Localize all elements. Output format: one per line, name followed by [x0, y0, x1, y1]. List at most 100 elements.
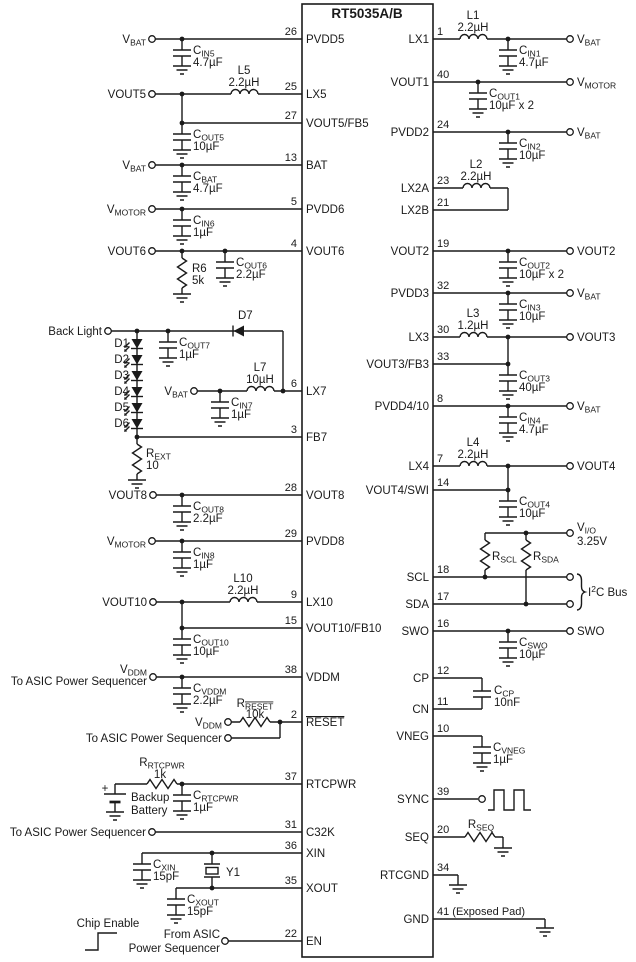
inductor-icon	[229, 596, 258, 603]
pin-number: 9	[291, 589, 297, 601]
part-ref: COUT4	[519, 496, 550, 510]
wires-right	[433, 38, 567, 928]
pin-label: CN	[412, 704, 429, 716]
pin-label: RTCGND	[380, 870, 429, 882]
part-ref: L7	[254, 362, 267, 374]
net-label-vout10: VOUT10	[102, 597, 147, 609]
capacitor-icon	[132, 852, 152, 889]
part-value: 10µF	[193, 141, 219, 153]
pin-number: 13	[285, 152, 297, 164]
part-value: 2.2µF	[193, 695, 223, 707]
pin-label: C32K	[306, 827, 335, 839]
pin-number: 12	[437, 665, 449, 677]
capacitor-icon	[172, 676, 192, 713]
pin-number: 23	[437, 175, 449, 187]
inductor-l1: L12.2µH	[458, 10, 488, 40]
pin-label: VOUT10/FB10	[306, 623, 381, 635]
capacitor-icon	[172, 783, 192, 820]
part-value: 2.2µH	[461, 171, 492, 183]
ground-icon	[105, 811, 125, 821]
part-ref: COUT3	[519, 370, 550, 384]
part-value: 15pF	[187, 906, 213, 918]
ground-icon	[127, 479, 147, 489]
pin-number: 19	[437, 238, 449, 250]
net-label-vbat: VBAT	[577, 401, 601, 415]
pin-label: LX3	[409, 332, 429, 344]
part-ref: D3	[114, 370, 129, 382]
inductor-l5: L52.2µH	[229, 65, 259, 95]
part-ref: L2	[470, 159, 483, 171]
ground-icon	[172, 293, 192, 303]
part-ref: CIN6	[193, 215, 215, 229]
net-label-to-asic: To ASIC Power Sequencer	[86, 733, 222, 745]
inductor-icon	[459, 331, 488, 338]
pin-number: 25	[285, 81, 297, 93]
part-value: 1µF	[493, 754, 513, 766]
part-ref: L4	[467, 437, 480, 449]
net-label-vio-volt: 3.25V	[577, 536, 607, 548]
pin-label: LX4	[409, 461, 430, 473]
pin-number: 29	[285, 528, 297, 540]
part-value: 10µF x 2	[519, 269, 564, 281]
part-value: 4.7µF	[193, 57, 223, 69]
pin-number: 28	[285, 482, 297, 494]
ground-icon	[535, 927, 555, 937]
part-ref: Y1	[226, 867, 240, 879]
inductor-l3: L31.2µH	[458, 308, 488, 338]
capacitor-icon	[498, 250, 518, 287]
pin-number: 16	[437, 618, 449, 630]
net-label-vbat: VBAT	[122, 160, 146, 174]
pin-label-reset: RESET	[306, 717, 344, 729]
part-value: 4.7µF	[519, 57, 549, 69]
net-label-from-asic: From ASIC	[164, 929, 220, 941]
part-value: 1µF	[193, 802, 213, 814]
part-value: 15pF	[153, 871, 179, 883]
pin-label: VOUT4/SWI	[366, 485, 429, 497]
pin-number: 26	[285, 26, 297, 38]
part-value: 10	[146, 460, 159, 472]
pin-label: LX2A	[401, 183, 429, 195]
pin-number: 8	[437, 393, 443, 405]
pin-number: 3	[291, 424, 297, 436]
capacitor-icon	[498, 363, 518, 400]
inductor-icon	[246, 385, 275, 392]
part-ref: COUT2	[519, 257, 550, 271]
pin-label: SCL	[407, 572, 430, 584]
pin-number: 36	[285, 840, 297, 852]
pin-number: 20	[437, 824, 449, 836]
pin-number: 2	[291, 709, 297, 721]
part-value: 4.7µF	[519, 424, 549, 436]
pin-label: SWO	[402, 626, 430, 638]
part-ref: RRTCPWR	[139, 757, 184, 771]
pin-label: RTCPWR	[306, 779, 356, 791]
net-label-swo: SWO	[577, 626, 605, 638]
pin-label: PVDD4/10	[375, 401, 429, 413]
resistor-icon	[464, 831, 496, 843]
part-value: 2.2µH	[228, 585, 259, 597]
part-ref: CXOUT	[187, 894, 219, 908]
part-ref: COUT10	[193, 634, 229, 648]
battery-label: Backup	[131, 792, 169, 804]
resistor-icon	[176, 257, 188, 289]
pin-number: 14	[437, 477, 449, 489]
net-label-vout5: VOUT5	[108, 89, 146, 101]
net-label-backlight: Back Light	[48, 326, 103, 338]
capacitor-icon	[498, 38, 518, 75]
